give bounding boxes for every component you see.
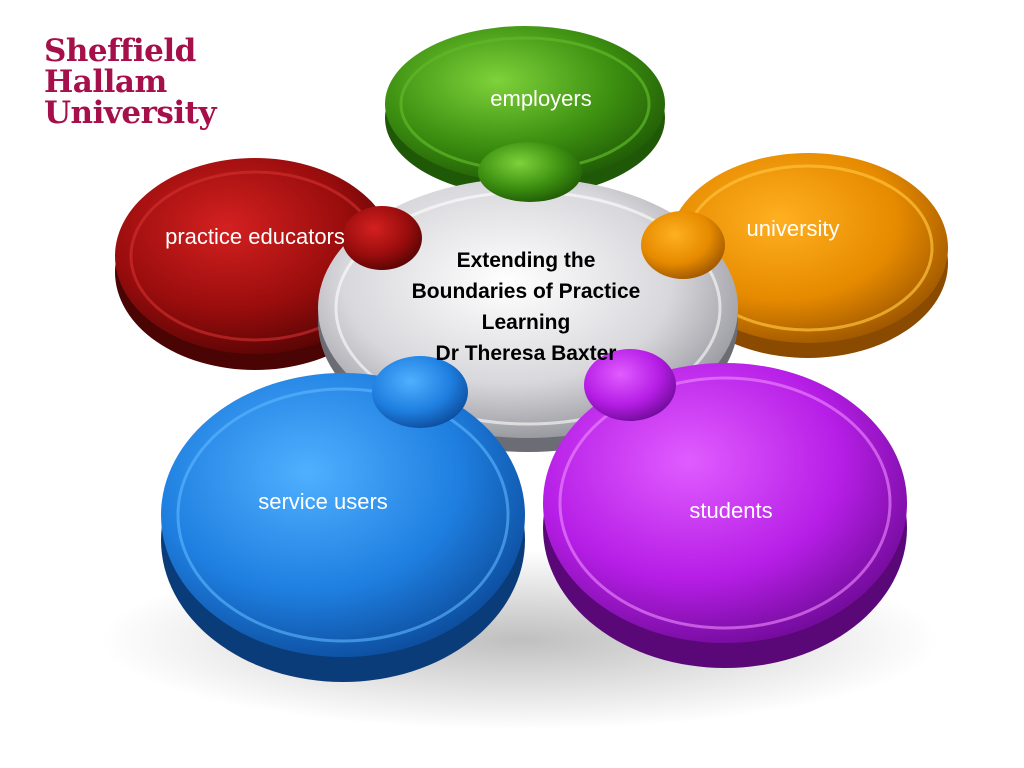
service-users-piece: [161, 356, 525, 682]
university-knob: [641, 211, 725, 279]
title-line-1: Extending the: [456, 249, 596, 272]
title-line-3: Learning: [481, 311, 571, 334]
university-label: university: [746, 216, 840, 241]
title-line-2: Boundaries of Practice: [411, 280, 641, 303]
students-label: students: [689, 498, 773, 523]
presenter-name: Dr Theresa Baxter: [435, 342, 617, 365]
presentation-title: Extending the Boundaries of Practice Lea…: [376, 245, 676, 369]
practice-educators-knob: [342, 206, 422, 270]
practice-educators-label: practice educators: [165, 224, 345, 249]
employers-label: employers: [490, 86, 592, 111]
employers-knob: [478, 142, 582, 202]
students-piece: [543, 349, 907, 668]
logo-line-2: Hallam: [44, 64, 167, 100]
logo-line-3: University: [44, 95, 216, 131]
university-piece: [668, 153, 948, 358]
service-users-label: service users: [258, 489, 388, 514]
employers-piece: [385, 26, 665, 196]
university-logo: Sheffield Hallam University: [44, 36, 216, 129]
logo-line-1: Sheffield: [44, 33, 196, 69]
